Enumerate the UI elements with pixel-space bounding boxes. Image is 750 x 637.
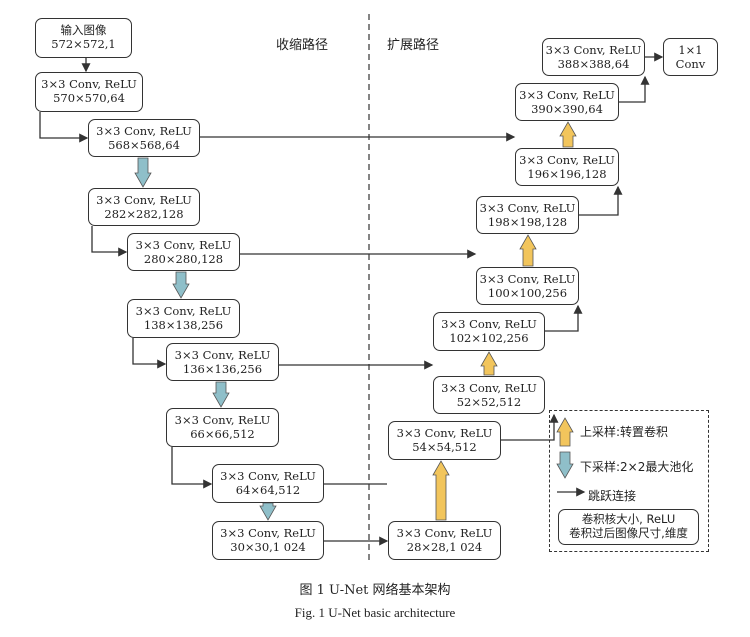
legend-upsample-arrow: [556, 417, 574, 447]
node-size: 138×138,256: [143, 318, 224, 332]
downsample-arrow: [134, 157, 152, 188]
flow-arrow: [619, 75, 650, 103]
node-size: 28×28,1 024: [406, 540, 483, 554]
node-title: 1×1: [678, 43, 703, 57]
node-title: 3×3 Conv, ReLU: [174, 413, 271, 427]
node-size: 572×572,1: [51, 37, 116, 51]
node-title: 3×3 Conv, ReLU: [135, 238, 232, 252]
node-title: 3×3 Conv, ReLU: [396, 526, 493, 540]
node-title: 3×3 Conv, ReLU: [519, 153, 615, 167]
node-size: 390×390,64: [531, 102, 603, 116]
node-size: 388×388,64: [557, 57, 630, 71]
node-title: 3×3 Conv, ReLU: [479, 272, 576, 286]
legend-downsample-arrow: [556, 451, 574, 479]
legend-upsample-label: 上采样:转置卷积: [580, 425, 669, 439]
node-size: 54×54,512: [412, 440, 477, 454]
node-size: 196×196,128: [527, 167, 607, 181]
node-title: 3×3 Conv, ReLU: [220, 469, 316, 483]
node-size: 30×30,1 024: [230, 540, 306, 554]
node-title: 输入图像: [60, 23, 107, 37]
node-title: 3×3 Conv, ReLU: [41, 77, 137, 91]
node-size: 280×280,128: [143, 252, 224, 266]
node-size: 282×282,128: [104, 207, 184, 221]
node-size: 136×136,256: [182, 362, 263, 376]
upsample-arrow: [519, 234, 537, 267]
legend-node-line1: 卷积核大小, ReLU: [581, 512, 676, 526]
upsample-arrow: [559, 121, 577, 148]
node-size: 100×100,256: [487, 286, 568, 300]
downsample-arrow: [259, 502, 277, 521]
upsample-arrow: [432, 460, 450, 521]
flow-arrow: [91, 226, 128, 257]
flow-arrow: [545, 304, 583, 332]
legend-skip-label: 跳跃连接: [588, 489, 637, 503]
node-size: 568×568,64: [108, 138, 180, 152]
node-title: 3×3 Conv, ReLU: [441, 381, 537, 395]
flow-arrow: [132, 338, 167, 369]
legend-node-line2: 卷积过后图像尺寸,维度: [569, 526, 688, 540]
node-title: 3×3 Conv, ReLU: [96, 124, 192, 138]
node-size: 198×198,128: [487, 215, 568, 229]
node-title: 3×3 Conv, ReLU: [396, 426, 493, 440]
flow-arrow: [579, 185, 623, 216]
downsample-arrow: [172, 271, 190, 299]
node-title: 3×3 Conv, ReLU: [135, 304, 232, 318]
node-size: 66×66,512: [190, 427, 255, 441]
node-size: 102×102,256: [449, 331, 529, 345]
node-title: 3×3 Conv, ReLU: [96, 193, 192, 207]
node-title: 3×3 Conv, ReLU: [441, 317, 537, 331]
node-size: 52×52,512: [456, 395, 522, 409]
flow-arrow: [39, 112, 89, 143]
node-title: 3×3 Conv, ReLU: [220, 526, 316, 540]
expanding-path-label: 扩展路径: [387, 38, 440, 53]
caption-zh: 图 1 U-Net 网络基本架构: [299, 583, 451, 598]
node-title: 3×3 Conv, ReLU: [545, 43, 642, 57]
node-size: 570×570,64: [53, 91, 125, 105]
caption-en: Fig. 1 U-Net basic architecture: [294, 605, 456, 620]
node-size: Conv: [675, 57, 706, 71]
downsample-arrow: [212, 381, 230, 408]
node-title: 3×3 Conv, ReLU: [519, 88, 615, 102]
node-size: 64×64,512: [235, 483, 301, 497]
flow-arrow: [171, 447, 213, 489]
node-title: 3×3 Conv, ReLU: [174, 348, 271, 362]
upsample-arrow: [480, 351, 498, 376]
legend-downsample-label: 下采样:2×2最大池化: [580, 460, 694, 474]
contracting-path-label: 收缩路径: [276, 38, 329, 53]
node-title: 3×3 Conv, ReLU: [479, 201, 576, 215]
flow-arrow: [501, 413, 559, 441]
